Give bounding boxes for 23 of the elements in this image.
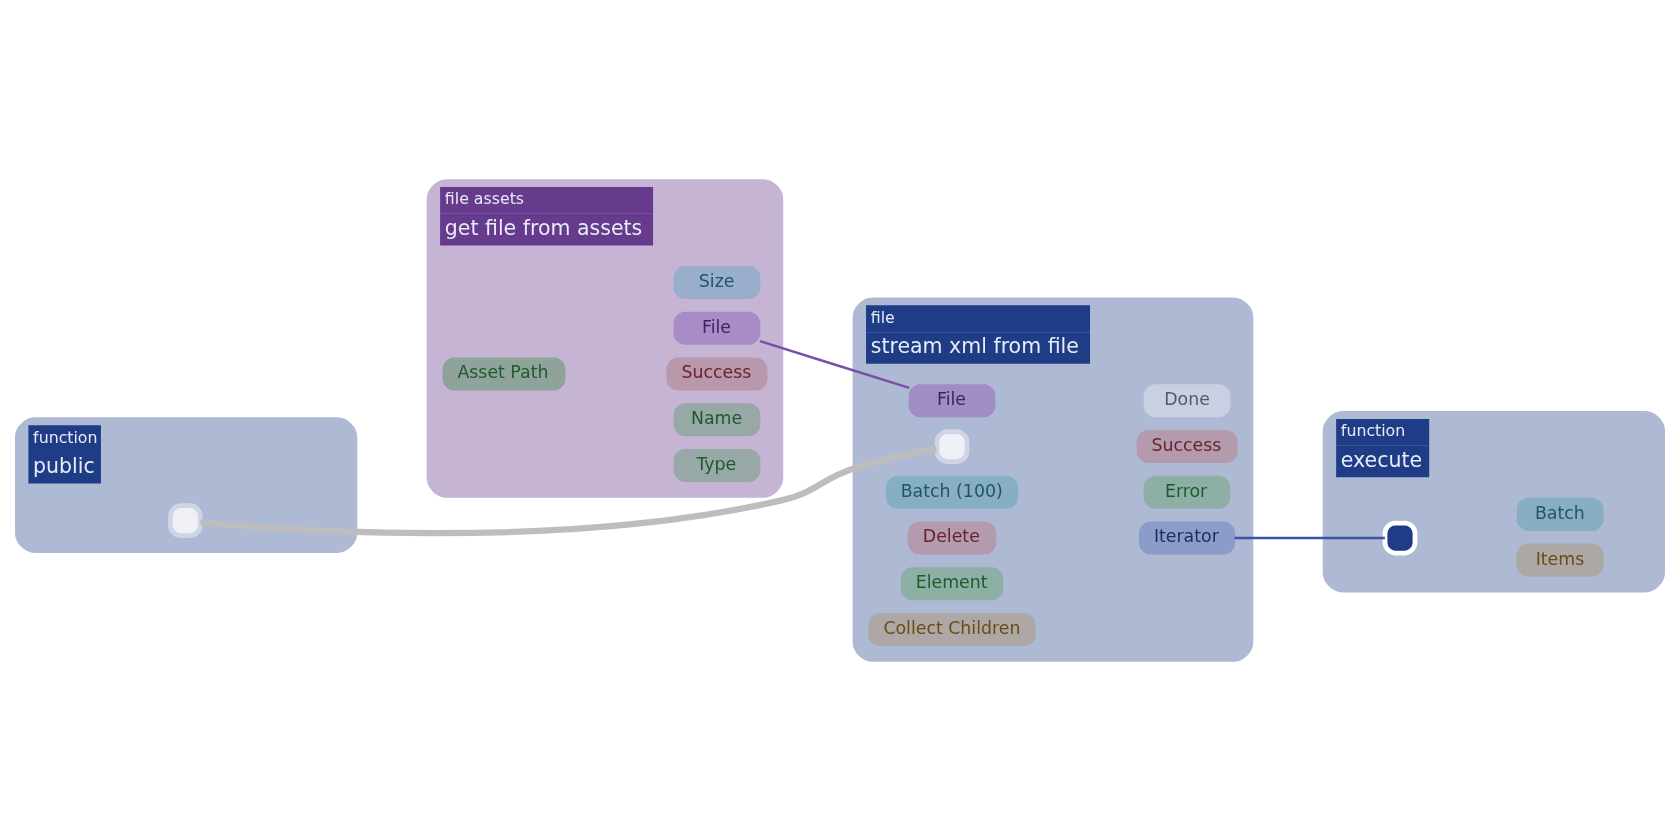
- node-box: Iterator: [1138, 520, 1236, 555]
- node-box: File: [673, 311, 761, 345]
- node-box: Error: [1143, 475, 1231, 509]
- node-box: Collect Children: [868, 612, 1036, 646]
- cluster: function public: [14, 416, 358, 553]
- node-box: Batch (100): [885, 475, 1019, 509]
- node-box: Delete: [907, 520, 997, 555]
- node-box: Type: [673, 448, 761, 482]
- node-box: Batch: [1516, 497, 1604, 531]
- node-box: [934, 428, 970, 464]
- node-box: Name: [673, 402, 761, 436]
- node-box: Asset Path: [442, 356, 566, 391]
- node-box: Success: [1136, 429, 1238, 463]
- node-box: Done: [1143, 383, 1231, 417]
- node-box: Size: [673, 265, 761, 299]
- connector: [1234, 536, 1385, 539]
- node-box: [1382, 520, 1418, 555]
- node-box: Element: [900, 566, 1004, 600]
- node-box: [168, 502, 203, 538]
- node-box: Success: [666, 356, 768, 391]
- node-box: Items: [1516, 543, 1604, 577]
- node-box: File: [908, 383, 996, 417]
- connector: [200, 445, 937, 536]
